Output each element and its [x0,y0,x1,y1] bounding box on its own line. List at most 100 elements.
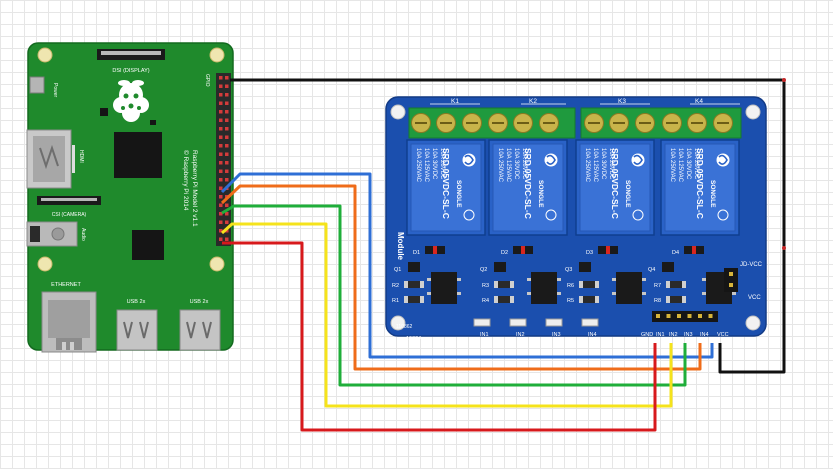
gpio-pin [225,135,229,139]
resistor-pad [682,296,686,303]
resistor-pad [420,296,424,303]
transistor-label: Q1 [394,267,401,273]
resistor-pad [579,296,583,303]
relay-rating-text: 10A 125VAC [592,148,598,183]
header-pin-label: IN3 [684,332,693,338]
ul-mark-icon [717,209,729,221]
songle-logo-mark [464,154,474,165]
mounting-hole [390,315,406,331]
resistor-pad [494,281,498,288]
relay-rating-text: 10A 250VAC [415,148,421,183]
resistor-body [404,281,424,288]
resistor-body [579,281,599,288]
songle-logo-mark [546,154,556,165]
power-connector [29,76,45,94]
relay-brand-text: SONGLE [624,180,631,208]
resistor-body [666,281,686,288]
resistor-pad [510,296,514,303]
led-4: IN4 [581,318,599,338]
relay-label-3: K3 [618,98,626,105]
diode-band [521,246,525,254]
resistor: R1 [392,296,424,304]
csi-label: CSI (CAMERA) [52,212,87,218]
gpio-pin [219,152,223,156]
relay-rating-text: 10A 125VAC [677,148,683,183]
resistor: R2 [392,281,424,289]
header-pin-label: GND [641,332,653,338]
transistor-label: Q2 [480,267,487,273]
usb-label-1: USB 2x [127,299,146,305]
resistor-body [494,296,514,303]
resistor-label: R5 [567,298,574,304]
led-body [509,318,527,327]
gpio-pin [225,220,229,224]
resistor-pad [579,281,583,288]
gpio-pin [225,229,229,233]
gpio-pin [219,93,223,97]
resistor-pad [682,281,686,288]
optocoupler-pin [642,292,646,295]
header-pin-label: VCC [717,332,729,338]
resistor-body [494,281,514,288]
relay-model-text: SRD-05VDC-SL-C [523,148,533,219]
resistor-pad [595,296,599,303]
jumper-pin [729,272,733,276]
gpio-pin [225,212,229,216]
wires [220,78,786,432]
optocoupler-body [431,272,457,304]
gpio-pin [219,144,223,148]
header-pin [698,314,702,318]
gpio-label: GPIO [204,74,210,87]
gpio-pin [219,135,223,139]
gpio-pin [225,144,229,148]
optocoupler-1 [427,272,461,304]
resistor-pad [420,281,424,288]
transistor-body [494,262,506,272]
diode-1: D1 [413,246,445,256]
gpio-pin [219,169,223,173]
optocoupler-body [616,272,642,304]
led-body [473,318,491,327]
raspberry-logo-icon [113,80,149,122]
gpio-pin [225,161,229,165]
gpio-pin [225,110,229,114]
mounting-hole [745,104,761,120]
optocoupler-pin [612,292,616,295]
resistor-pad [666,281,670,288]
gpio-pin [225,178,229,182]
module-label: Module [396,232,405,261]
resistor-label: R3 [482,283,489,289]
pi-copyright-text: © Raspberry Pi 2014 [182,150,190,211]
green-wire [221,204,687,387]
optocoupler-pin [527,278,531,281]
audio-label: Audio [80,228,86,241]
usb-port-2 [179,309,221,351]
usb-label-2: USB 2x [190,299,209,305]
optocoupler-pin [427,278,431,281]
relay-brand-text: SONGLE [455,180,462,208]
resistor: R8 [654,296,686,304]
transistor-body [662,262,674,272]
resistor-pad [666,296,670,303]
led-label: IN2 [516,332,525,338]
resistor-body [579,296,599,303]
input-header [652,268,738,322]
board-id-2: 1982A [406,336,422,342]
gpio-pin [225,84,229,88]
relay-rating-text: 10A 30VDC [513,148,519,180]
vcc-label: VCC [748,295,761,301]
header-pin [708,314,713,318]
gpio-pin [219,229,223,233]
diode-label: D1 [413,250,420,256]
ul-mark-icon [632,209,644,221]
resistor-label: R2 [392,283,399,289]
relay-rating-text: 10A 250VAC [669,148,675,183]
orange-wire [220,184,702,371]
wire-bend-node [782,78,786,82]
relay-label-1: K1 [451,98,459,105]
mounting-hole [390,104,406,120]
header-pin-label: IN2 [669,332,678,338]
pi-model-text: Raspberry Pi Model 2 v1.1 [191,150,198,227]
